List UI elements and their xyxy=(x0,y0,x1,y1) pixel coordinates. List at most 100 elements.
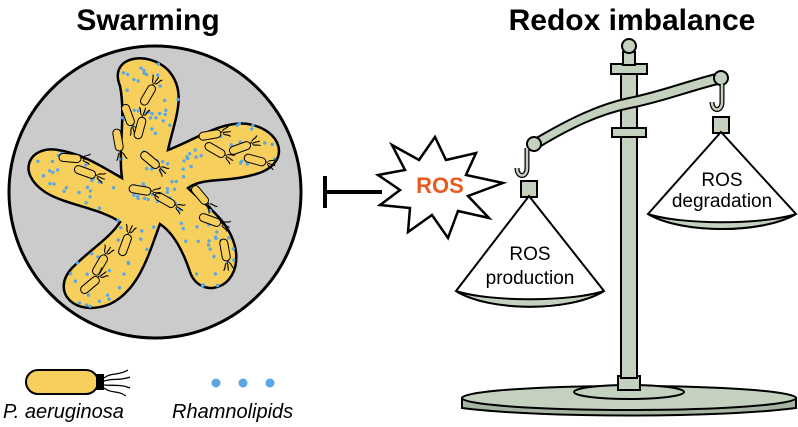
swarming-cell xyxy=(198,213,232,232)
rhamnolipid-dot xyxy=(206,243,211,247)
rhamnolipid-dot xyxy=(139,237,143,241)
rhamnolipid-dot xyxy=(97,206,102,210)
rhamnolipid-dot xyxy=(250,127,254,131)
rhamnolipid-dot xyxy=(36,159,40,163)
rhamnolipid-dot xyxy=(55,168,60,172)
rhamnolipid-dot xyxy=(156,73,160,77)
rhamnolipid-dot xyxy=(196,239,200,243)
rhamnolipid-dot xyxy=(120,116,125,120)
rhamnolipid-dot xyxy=(176,97,180,102)
rhamnolipid-dot xyxy=(85,185,90,190)
rhamnolipid-dot xyxy=(195,225,199,229)
rhamnolipid-dot xyxy=(182,159,186,163)
rhamnolipid-dot xyxy=(237,121,242,126)
rhamnolipid-dot xyxy=(270,142,274,147)
swarming-cell xyxy=(118,223,137,257)
swarming-cell xyxy=(133,106,151,140)
swarming-cell xyxy=(204,142,236,165)
balance-scale-icon xyxy=(454,38,798,417)
rhamnolipid-dot xyxy=(107,268,112,273)
right-pan-label-line1: ROS xyxy=(701,170,742,191)
rhamnolipid-dot xyxy=(154,116,158,120)
swarming-cell xyxy=(140,74,163,106)
rhamnolipid-dot xyxy=(232,258,236,262)
rhamnolipid-dot xyxy=(135,194,140,198)
rhamnolipid-dot xyxy=(185,155,189,159)
rhamnolipid-dot xyxy=(84,201,88,205)
rhamnolipid-dot xyxy=(213,235,218,239)
rhamnolipid-dot xyxy=(139,66,143,70)
rhamnolipid-dot xyxy=(126,260,130,265)
rhamnolipid-dot xyxy=(189,164,193,169)
rhamnolipid-dot xyxy=(251,123,255,128)
rhamnolipid-dot xyxy=(199,154,203,158)
rhamnolipid-dot xyxy=(193,148,197,152)
rhamnolipid-dot xyxy=(51,170,55,175)
swarming-cell xyxy=(128,184,162,199)
swarming-cell xyxy=(112,128,128,162)
rhamnolipid-dot xyxy=(119,226,123,230)
rhamnolipid-dot xyxy=(84,163,88,167)
rhamnolipid-dot xyxy=(142,196,147,201)
rhamnolipid-dot xyxy=(117,286,122,290)
rhamnolipid-dot xyxy=(213,272,218,276)
legend: P. aeruginosa Rhamnolipids xyxy=(3,369,293,423)
swarming-cells xyxy=(58,74,277,294)
rhamnolipid-dot xyxy=(215,283,220,288)
swarming-cell xyxy=(243,153,277,171)
rhamnolipid-dot xyxy=(215,230,219,234)
rhamnolipid-dot xyxy=(170,180,174,184)
rhamnolipid-dot xyxy=(245,162,249,166)
rhamnolipid-dot xyxy=(165,190,170,194)
rhamnolipid-dot xyxy=(227,236,231,240)
rhamnolipid-dot xyxy=(181,226,185,231)
swarming-cell xyxy=(154,192,186,215)
legend-rhamnolipids-label: Rhamnolipids xyxy=(172,401,293,423)
rhamnolipid-dot xyxy=(156,62,161,66)
rhamnolipid-dot xyxy=(48,181,52,186)
swarming-cell xyxy=(228,135,261,155)
rhamnolipid-dot xyxy=(97,299,102,303)
rhamnolipid-dot xyxy=(41,174,46,178)
rhamnolipid-dot xyxy=(150,127,154,131)
rhamnolipid-dot xyxy=(85,272,89,276)
rhamnolipid-dot xyxy=(132,108,136,113)
rhamnolipid-dot xyxy=(52,182,56,186)
rhamnolipid-dot xyxy=(150,112,154,116)
rhamnolipid-dot xyxy=(188,152,192,156)
swarming-cell xyxy=(73,165,107,184)
rhamnolipid-dot xyxy=(107,297,111,301)
swarming-plate xyxy=(7,44,303,340)
scale-column xyxy=(620,71,638,379)
rhamnolipid-dot xyxy=(161,160,165,164)
rhamnolipid-dot xyxy=(152,225,156,229)
rhamnolipid-dot xyxy=(207,239,211,243)
rhamnolipid-dot xyxy=(86,293,91,297)
redox-imbalance-title: Redox imbalance xyxy=(509,4,756,37)
rhamnolipid-dot xyxy=(50,159,55,164)
rhamnolipid-dot xyxy=(181,167,185,171)
rhamnolipid-dot xyxy=(84,303,89,307)
inhibition-arrow-icon xyxy=(323,176,382,208)
swarming-cell xyxy=(80,267,109,294)
ros-label: ROS xyxy=(416,173,464,198)
rhamnolipid-dot xyxy=(132,193,136,197)
rhamnolipid-dot xyxy=(75,261,80,265)
rhamnolipid-dot xyxy=(77,301,82,305)
rhamnolipid-dot xyxy=(157,111,162,116)
rhamnolipid-dot xyxy=(105,293,110,297)
rhamnolipid-dot xyxy=(263,141,267,145)
rhamnolipid-dot xyxy=(184,239,188,243)
rhamnolipid-dot xyxy=(136,79,140,83)
rhamnolipid-dot xyxy=(90,178,94,183)
bacterium-icon xyxy=(25,369,131,397)
rhamnolipid-dot xyxy=(62,189,66,193)
rhamnolipid-dot xyxy=(168,123,172,128)
rhamnolipid-dot xyxy=(121,71,126,75)
rhamnolipid-dot xyxy=(231,247,236,251)
rhamnolipid-dot xyxy=(73,279,78,283)
rhamnolipid-dot xyxy=(165,187,170,191)
rhamnolipid-dot xyxy=(164,108,168,113)
rhamnolipid-dot xyxy=(116,238,120,242)
rhamnolipid-dot xyxy=(122,272,126,276)
